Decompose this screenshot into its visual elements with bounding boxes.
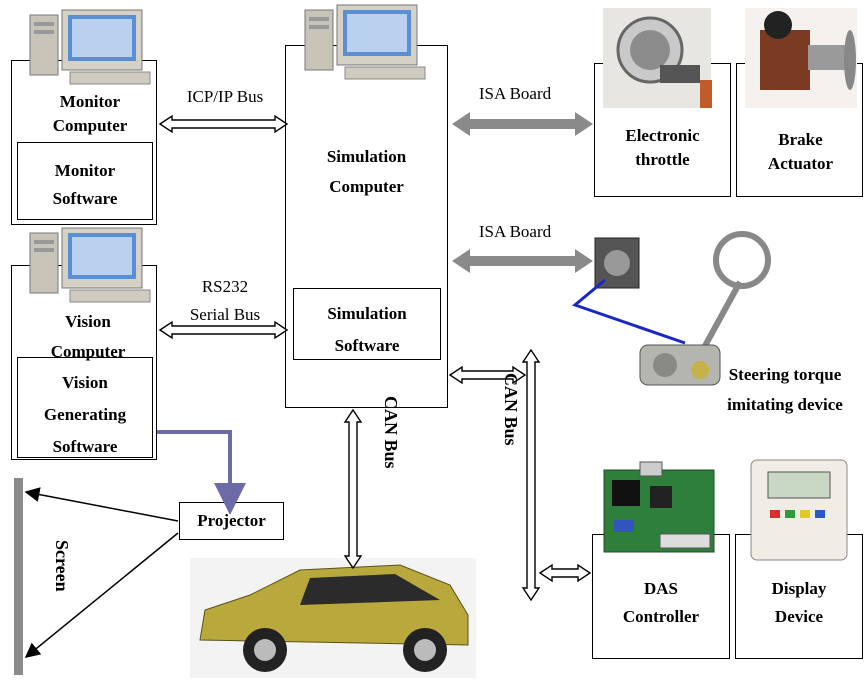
- throttle-line2: throttle: [635, 150, 690, 169]
- monitor-computer-icon: [29, 9, 151, 85]
- isa-arrow-2: [452, 249, 593, 273]
- isa-arrow-1: [452, 112, 593, 136]
- throttle-line1: Electronic: [625, 126, 700, 145]
- can-to-das-arrow: [538, 563, 592, 583]
- brake-line1: Brake: [778, 130, 823, 149]
- simulation-software-line2: Software: [334, 336, 400, 355]
- simulation-software-label: Simulation Software: [293, 298, 441, 362]
- sim-to-can-arrow: [448, 365, 527, 385]
- vision-computer-label: Vision Computer: [28, 307, 148, 367]
- can-bus-label-1: CAN Bus: [381, 396, 401, 469]
- rs232-line1: RS232: [201, 277, 249, 296]
- simulation-computer-label: Simulation Computer: [290, 142, 443, 202]
- monitor-software-line1: Monitor: [54, 161, 116, 180]
- screen-bar: [14, 478, 23, 675]
- rs232-bus-label: RS232 Serial Bus: [165, 273, 285, 329]
- monitor-computer-label: Monitor Computer: [30, 90, 150, 138]
- das-controller-image: [603, 461, 715, 553]
- steering-device-image: [571, 231, 771, 386]
- vision-software-box: [17, 357, 153, 458]
- simulation-software-line1: Simulation: [327, 304, 407, 323]
- vision-software-line2: Generating: [43, 405, 127, 424]
- can-bus-1-arrow: [343, 408, 363, 570]
- vision-title-line2: Computer: [50, 342, 126, 361]
- display-line2: Device: [774, 607, 824, 626]
- brake-line2: Actuator: [767, 154, 834, 173]
- vision-computer-icon: [29, 227, 151, 303]
- das-line2: Controller: [622, 607, 700, 626]
- simulation-computer-icon: [304, 4, 426, 80]
- steering-line2: imitating device: [727, 395, 843, 414]
- vision-software-label: Vision Generating Software: [20, 367, 150, 463]
- rs232-bus-arrow: [158, 320, 289, 340]
- car-image: [190, 558, 476, 678]
- brake-actuator-image: [745, 8, 857, 108]
- rs232-line2: Serial Bus: [189, 305, 261, 324]
- monitor-software-line2: Software: [52, 189, 118, 208]
- monitor-software-label: Monitor Software: [20, 157, 150, 213]
- das-line1: DAS: [643, 579, 678, 598]
- vision-title-line1: Vision: [65, 312, 111, 331]
- projector-beam-top: [24, 487, 179, 522]
- steering-device-label: Steering torque imitating device: [705, 360, 865, 420]
- simulation-computer-line1: Simulation: [326, 147, 407, 166]
- display-line1: Display: [771, 579, 827, 598]
- monitor-title-line2: Computer: [52, 116, 128, 135]
- display-device-image: [750, 459, 848, 561]
- electronic-throttle-image: [603, 8, 712, 108]
- icp-bus-arrow: [158, 114, 289, 134]
- can-bus-label-2: CAN Bus: [501, 373, 521, 446]
- simulation-computer-line2: Computer: [329, 177, 404, 196]
- monitor-title-line1: Monitor: [59, 92, 121, 111]
- icp-bus-label: ICP/IP Bus: [186, 87, 264, 106]
- can-bus-2-arrow: [521, 348, 541, 602]
- electronic-throttle-label: Electronic throttle: [594, 124, 731, 172]
- monitor-software-box: [17, 142, 153, 220]
- vision-to-projector-link: [157, 430, 246, 515]
- vision-software-line3: Software: [52, 437, 118, 456]
- das-controller-label: DAS Controller: [592, 575, 730, 631]
- isa-board-label-1: ISA Board: [478, 84, 552, 103]
- projector-beam-bottom: [24, 532, 179, 658]
- steering-line1: Steering torque: [728, 365, 842, 384]
- screen-label: Screen: [52, 540, 72, 592]
- isa-board-label-2: ISA Board: [478, 222, 552, 241]
- projector-label: Projector: [197, 511, 266, 530]
- display-device-label: Display Device: [735, 575, 863, 631]
- simulation-software-box: [293, 288, 441, 360]
- brake-actuator-label: Brake Actuator: [738, 128, 863, 176]
- vision-software-line1: Vision: [62, 373, 108, 392]
